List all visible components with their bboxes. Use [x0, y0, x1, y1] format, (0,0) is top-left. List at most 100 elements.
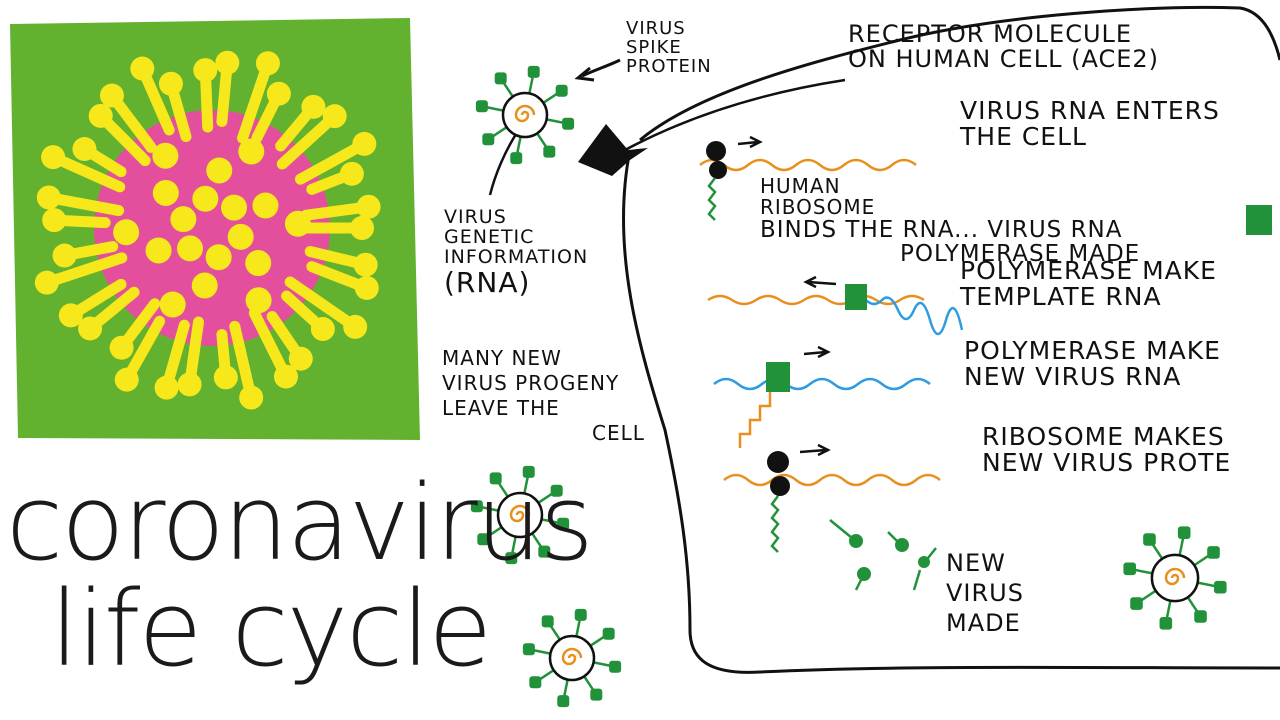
- surface-protein: [284, 210, 311, 237]
- spike-head: [109, 335, 134, 360]
- surface-protein: [206, 157, 233, 184]
- spike-head: [78, 316, 103, 341]
- spike-protein: [887, 531, 899, 543]
- spike-head: [609, 660, 622, 673]
- ace2-receptor: [578, 124, 648, 176]
- spike: [237, 57, 274, 144]
- template-rna-strand: [865, 296, 964, 336]
- virion-rna: [509, 504, 531, 523]
- virion: [475, 65, 575, 165]
- spike-head: [343, 314, 368, 339]
- spike-head: [529, 676, 542, 689]
- spike-head: [99, 83, 124, 108]
- surface-protein: [191, 272, 218, 299]
- coronavirus-illustration: [10, 18, 420, 440]
- spike-head: [602, 627, 615, 640]
- surface-protein: [227, 223, 254, 250]
- virus-rna-strand: [723, 473, 941, 487]
- step-template-rna: [707, 275, 964, 336]
- virion: [470, 465, 570, 565]
- human-cell-membrane-top: [639, 5, 1280, 142]
- virus-rna-strand: [699, 158, 917, 172]
- spike-head: [1207, 546, 1220, 559]
- spike: [284, 276, 361, 333]
- spike-head: [213, 365, 238, 390]
- spike-head: [562, 117, 575, 130]
- polymerase-square: [1246, 205, 1272, 235]
- direction-arrow: [799, 443, 831, 457]
- ribosome-small-subunit: [709, 161, 727, 179]
- virion: [1123, 526, 1227, 630]
- surface-protein: [145, 237, 172, 264]
- spike-head: [215, 50, 240, 75]
- surface-protein: [192, 185, 219, 212]
- spike-head: [193, 58, 218, 83]
- step-ribosome-makes: [723, 443, 941, 553]
- spike-head: [1159, 616, 1173, 630]
- spike-head: [1130, 597, 1143, 610]
- surface-protein: [170, 206, 197, 233]
- spike: [294, 138, 370, 185]
- spike-head: [42, 208, 67, 233]
- spike-head: [41, 145, 66, 170]
- spike-head: [356, 194, 381, 219]
- spike-head: [58, 303, 83, 328]
- spike: [229, 320, 257, 404]
- spike-head: [1213, 580, 1227, 594]
- spike-head: [477, 533, 490, 546]
- spike-head: [555, 84, 568, 97]
- spike-head: [590, 688, 603, 701]
- virion-rna: [1164, 567, 1186, 586]
- virion-envelope: [548, 634, 596, 682]
- spike-head: [288, 346, 313, 371]
- title-line-2: life cycle: [50, 568, 492, 690]
- ribosome-small-subunit: [770, 476, 790, 496]
- spike-head: [88, 103, 113, 128]
- spike-head: [494, 72, 507, 85]
- surface-protein: [252, 192, 279, 219]
- direction-arrow: [803, 345, 831, 359]
- spike-head: [353, 252, 378, 277]
- spike-protein: [927, 547, 937, 559]
- spike-head: [239, 385, 264, 410]
- spike-head: [255, 51, 280, 76]
- surface-protein: [245, 250, 272, 277]
- surface-protein: [245, 287, 272, 314]
- template-rna-strand: [713, 377, 931, 391]
- step-new-rna: [713, 345, 931, 448]
- spike-head: [177, 372, 202, 397]
- direction-arrow: [803, 275, 837, 289]
- spike-head: [527, 65, 540, 78]
- virion: [522, 608, 622, 708]
- surface-protein: [152, 142, 179, 169]
- spike-head: [158, 71, 183, 96]
- virion-envelope: [501, 91, 549, 139]
- spike: [47, 151, 126, 193]
- spike-protein: [829, 519, 853, 539]
- spike-head: [541, 615, 554, 628]
- spike-head: [557, 517, 570, 530]
- spike-head: [1143, 533, 1156, 546]
- spike-head: [475, 100, 488, 113]
- surface-protein: [113, 219, 140, 246]
- spike-head: [470, 500, 483, 513]
- new-virus-rna-strand: [738, 392, 772, 448]
- spike-head: [574, 608, 587, 621]
- spike-head: [489, 472, 502, 485]
- nascent-protein: [770, 495, 780, 553]
- spike-head: [550, 484, 563, 497]
- surface-protein: [221, 194, 248, 221]
- spike-head: [522, 465, 535, 478]
- spike-head: [1177, 526, 1191, 540]
- spike-head: [352, 131, 377, 156]
- spike-head: [505, 552, 518, 565]
- surface-protein: [152, 179, 179, 206]
